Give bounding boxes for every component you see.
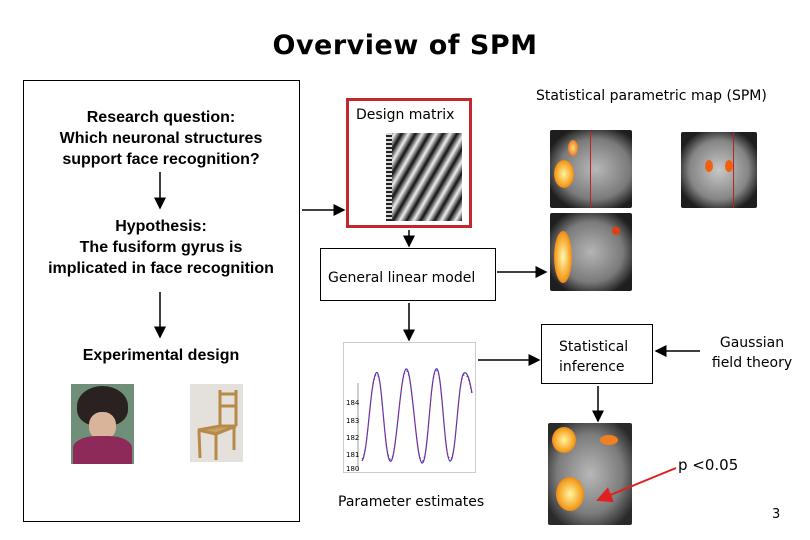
p-value-pointer <box>598 468 676 500</box>
